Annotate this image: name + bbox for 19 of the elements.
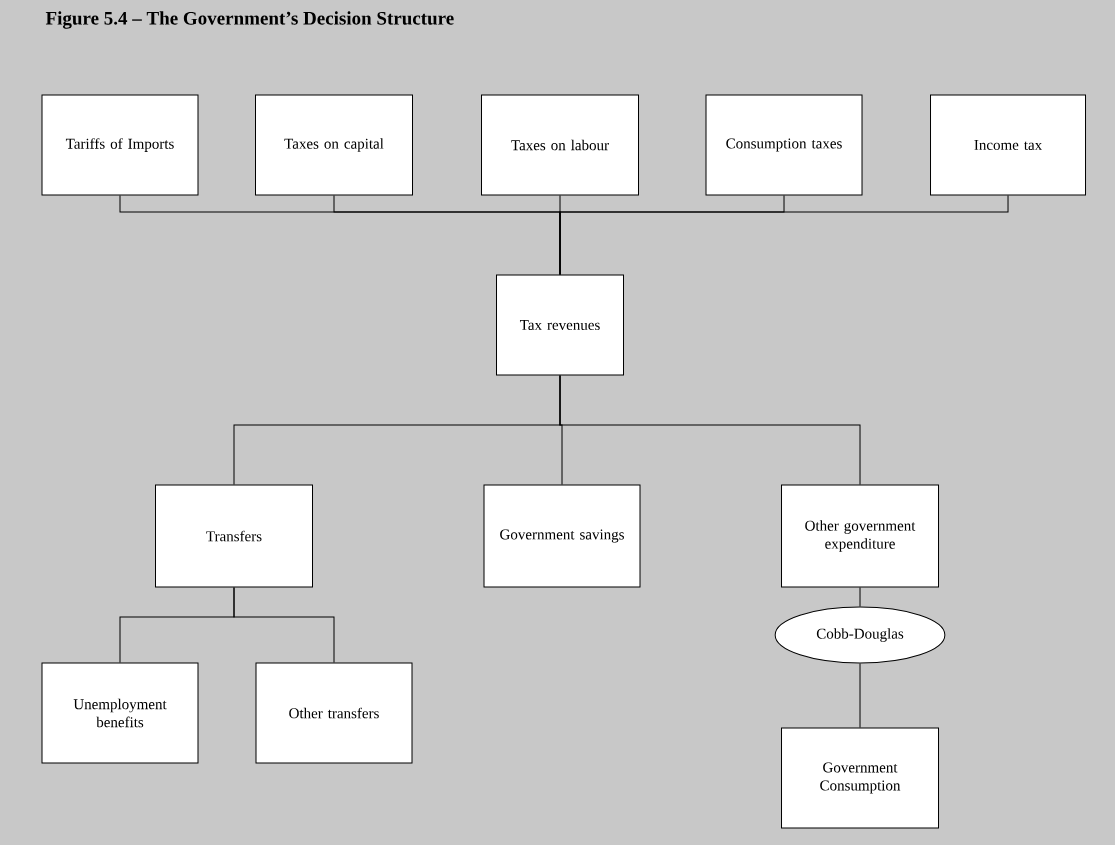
- title: Figure 5.4 – The Government’s Decision Structure: [45, 11, 454, 29]
- text-box: Other government expenditure: [781, 484, 939, 588]
- text-box: Tariffs of Imports: [41, 94, 199, 196]
- connector: [233, 587, 335, 663]
- text-box: Consumption taxes: [705, 94, 863, 196]
- connector: [859, 663, 861, 728]
- text-box: Other transfers: [255, 662, 413, 764]
- text-box: Government Consumption: [781, 727, 939, 829]
- text-box: Unemployment benefits: [41, 662, 199, 764]
- text-box: Taxes on labour: [481, 94, 639, 196]
- text-box: Taxes on capital: [255, 94, 413, 196]
- text-box: Tax revenues: [496, 274, 624, 376]
- text-box: Income tax: [930, 94, 1086, 196]
- text-box: Transfers: [155, 484, 313, 588]
- connector: [559, 375, 861, 485]
- oval-label: Cobb-Douglas: [774, 606, 946, 664]
- connector: [559, 195, 1009, 275]
- text-box: Government savings: [483, 484, 641, 588]
- connector: [859, 587, 861, 607]
